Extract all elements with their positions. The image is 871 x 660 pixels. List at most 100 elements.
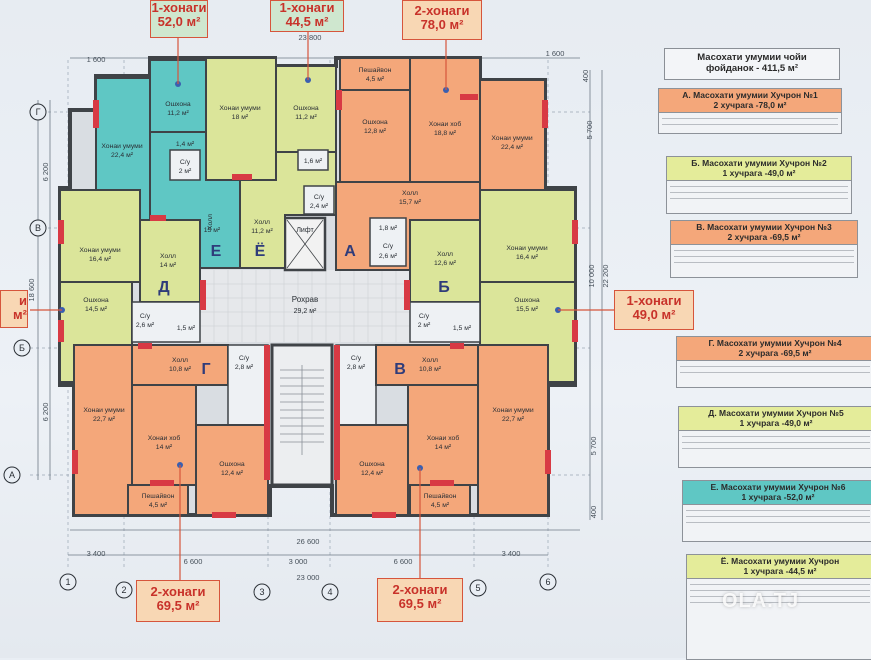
legend-title-line2: фойданок - 411,5 м² [706, 62, 798, 74]
e-small-area: 1,4 м² [176, 141, 195, 148]
corridor-name: Рохрав [292, 295, 319, 304]
axis-row-4-label: А [9, 470, 15, 480]
axis-col-1: 1 [59, 573, 77, 591]
e-kitchen-area: 11,2 м² [167, 110, 189, 117]
corridor-area-label: 29,2 м² [294, 308, 317, 315]
b-living-area: 16,4 м² [516, 254, 539, 261]
apt-g-hall [131, 344, 229, 386]
a-kitchen-area: 12,8 м² [364, 128, 387, 135]
e-bath-area: 2 м² [179, 168, 192, 175]
v-kitchen-area: 12,4 м² [361, 470, 384, 477]
legend-card-e-line1: Е. Масохати умумии Хучрон №6 [710, 482, 846, 492]
area-legend: Масохати умумии чойи фойданок - 411,5 м²… [658, 40, 871, 660]
e-hall-area: 15 м² [204, 227, 221, 234]
legend-card-g-line2: 2 хучрага -69,5 м² [738, 347, 812, 358]
e-kitchen-name: Ошхона [165, 101, 191, 108]
axis-col-3-label: 3 [259, 587, 264, 597]
legend-card-b-header: Б. Масохати умумии Хучрон №2 1 хучрага -… [667, 157, 851, 182]
callout-top-left-area: 52,0 м² [157, 13, 201, 29]
legend-card-e-line2: 1 хучрага -52,0 м² [741, 491, 815, 502]
a-small-area: 1,8 м² [379, 225, 398, 232]
d-small-area: 1,5 м² [177, 325, 196, 332]
apt-a-bath [369, 217, 407, 267]
callout-bottom-left-area: 69,5 м² [156, 597, 200, 613]
axis-row-3: Б [13, 339, 31, 357]
legend-card-g-header: Г. Масохати умумии Хучрон №4 2 хучрага -… [677, 337, 871, 362]
axis-bubbles: Г В Б А 1 2 3 4 5 6 [3, 103, 557, 601]
axis-col-5: 5 [469, 579, 487, 597]
apt-g-bath [227, 344, 269, 426]
yo-bath-area: 2,4 м² [310, 203, 329, 210]
callout-bottom-right: 2-хонаги 69,5 м² [377, 578, 463, 622]
dim-bottom-seg-3: 3 000 [289, 557, 308, 566]
axis-col-4: 4 [321, 583, 339, 601]
dimension-labels: 23 800 1 600 1 600 26 600 3 400 6 600 3 … [27, 33, 610, 582]
a-living-area: 22,4 м² [501, 144, 524, 151]
yo-hall-name: Холл [254, 219, 270, 226]
legend-card-b: Б. Масохати умумии Хучрон №2 1 хучрага -… [666, 156, 852, 214]
legend-card-v: В. Масохати умумии Хучрон №3 2 хучрага -… [670, 220, 858, 278]
a-hall-name: Холл [402, 190, 418, 197]
a-balcony-name: Пешайвон [359, 66, 392, 74]
d-living-name: Хонаи умуми [79, 247, 121, 254]
axis-col-2-label: 2 [121, 585, 126, 595]
yo-living-area: 18 м² [232, 114, 249, 121]
dim-left-lower: 6 200 [41, 403, 50, 422]
yo-kitchen-area: 11,2 м² [295, 114, 317, 121]
axis-row-4: А [3, 466, 21, 484]
v-bath-name: С/у [351, 355, 362, 362]
legend-card-a-line2: 2 хучрага -78,0 м² [713, 99, 787, 110]
d-kitchen-area: 14,5 м² [85, 306, 108, 313]
b-hall-name: Холл [437, 251, 453, 258]
legend-title: Масохати умумии чойи фойданок - 411,5 м² [664, 48, 840, 80]
axis-col-6: 6 [539, 573, 557, 591]
v-hall-area: 10,8 м² [419, 366, 442, 373]
apt-d-hall [139, 219, 201, 303]
axis-row-1-label: Г [36, 107, 41, 117]
v-balcony-name: Пешайвон [424, 492, 457, 500]
dim-left-total: 18 600 [27, 279, 36, 302]
apt-yo-bath [303, 185, 335, 215]
legend-card-a: А. Масохати умумии Хучрон №1 2 хучрага -… [658, 88, 842, 134]
callout-bottom-right-area: 69,5 м² [398, 595, 442, 611]
b-bath-name: С/у [419, 313, 430, 320]
dim-right-bottom: 400 [589, 506, 598, 519]
g-balcony-area: 4,5 м² [149, 502, 168, 509]
callout-bottom-left: 2-хонаги 69,5 м² [136, 580, 220, 622]
apt-e-bath [169, 149, 201, 181]
b-living-name: Хонаи умуми [506, 245, 548, 252]
legend-card-g: Г. Масохати умумии Хучрон №4 2 хучрага -… [676, 336, 871, 388]
axis-col-5-label: 5 [475, 583, 480, 593]
legend-card-g-line1: Г. Масохати умумии Хучрон №4 [708, 338, 842, 348]
apt-letter-e: Е [211, 243, 222, 260]
callout-top-mid-title: 1-хонаги [279, 0, 335, 15]
e-bath-name: С/у [180, 159, 191, 166]
apt-g-kitchen [195, 424, 269, 516]
callout-right-area: 49,0 м² [632, 306, 676, 322]
legend-card-d: Д. Масохати умумии Хучрон №5 1 хучрага -… [678, 406, 871, 468]
legend-card-yo-line2: 1 хучрага -44,5 м² [743, 565, 817, 576]
dim-top-total: 23 800 [299, 33, 322, 42]
a-balcony-area: 4,5 м² [366, 76, 385, 83]
dim-bottom-axis-total: 23 000 [297, 573, 320, 582]
yo-small-area: 1,6 м² [304, 158, 323, 165]
callout-top-mid-area: 44,5 м² [285, 13, 329, 29]
g-bedroom-area: 14 м² [156, 444, 173, 451]
legend-card-v-line1: В. Масохати умумии Хучрон №3 [696, 222, 832, 232]
callout-right: 1-хонаги 49,0 м² [614, 290, 694, 330]
legend-card-d-header: Д. Масохати умумии Хучрон №5 1 хучрага -… [679, 407, 871, 432]
callout-top-right-area: 78,0 м² [420, 16, 464, 32]
callout-bottom-left-title: 2-хонаги [150, 584, 206, 599]
d-living-area: 16,4 м² [89, 256, 112, 263]
dim-right-mid: 10 000 [587, 265, 596, 288]
b-kitchen-name: Ошхона [514, 297, 540, 304]
dim-top-left: 1 600 [87, 55, 106, 64]
g-bath-name: С/у [239, 355, 250, 362]
v-bath-area: 2,8 м² [347, 364, 366, 371]
axis-col-1-label: 1 [65, 577, 70, 587]
apt-d-bath [131, 301, 201, 343]
g-bedroom-name: Хонаи хоб [148, 434, 181, 442]
dim-left-upper: 6 200 [41, 163, 50, 182]
axis-row-3-label: Б [19, 343, 25, 353]
